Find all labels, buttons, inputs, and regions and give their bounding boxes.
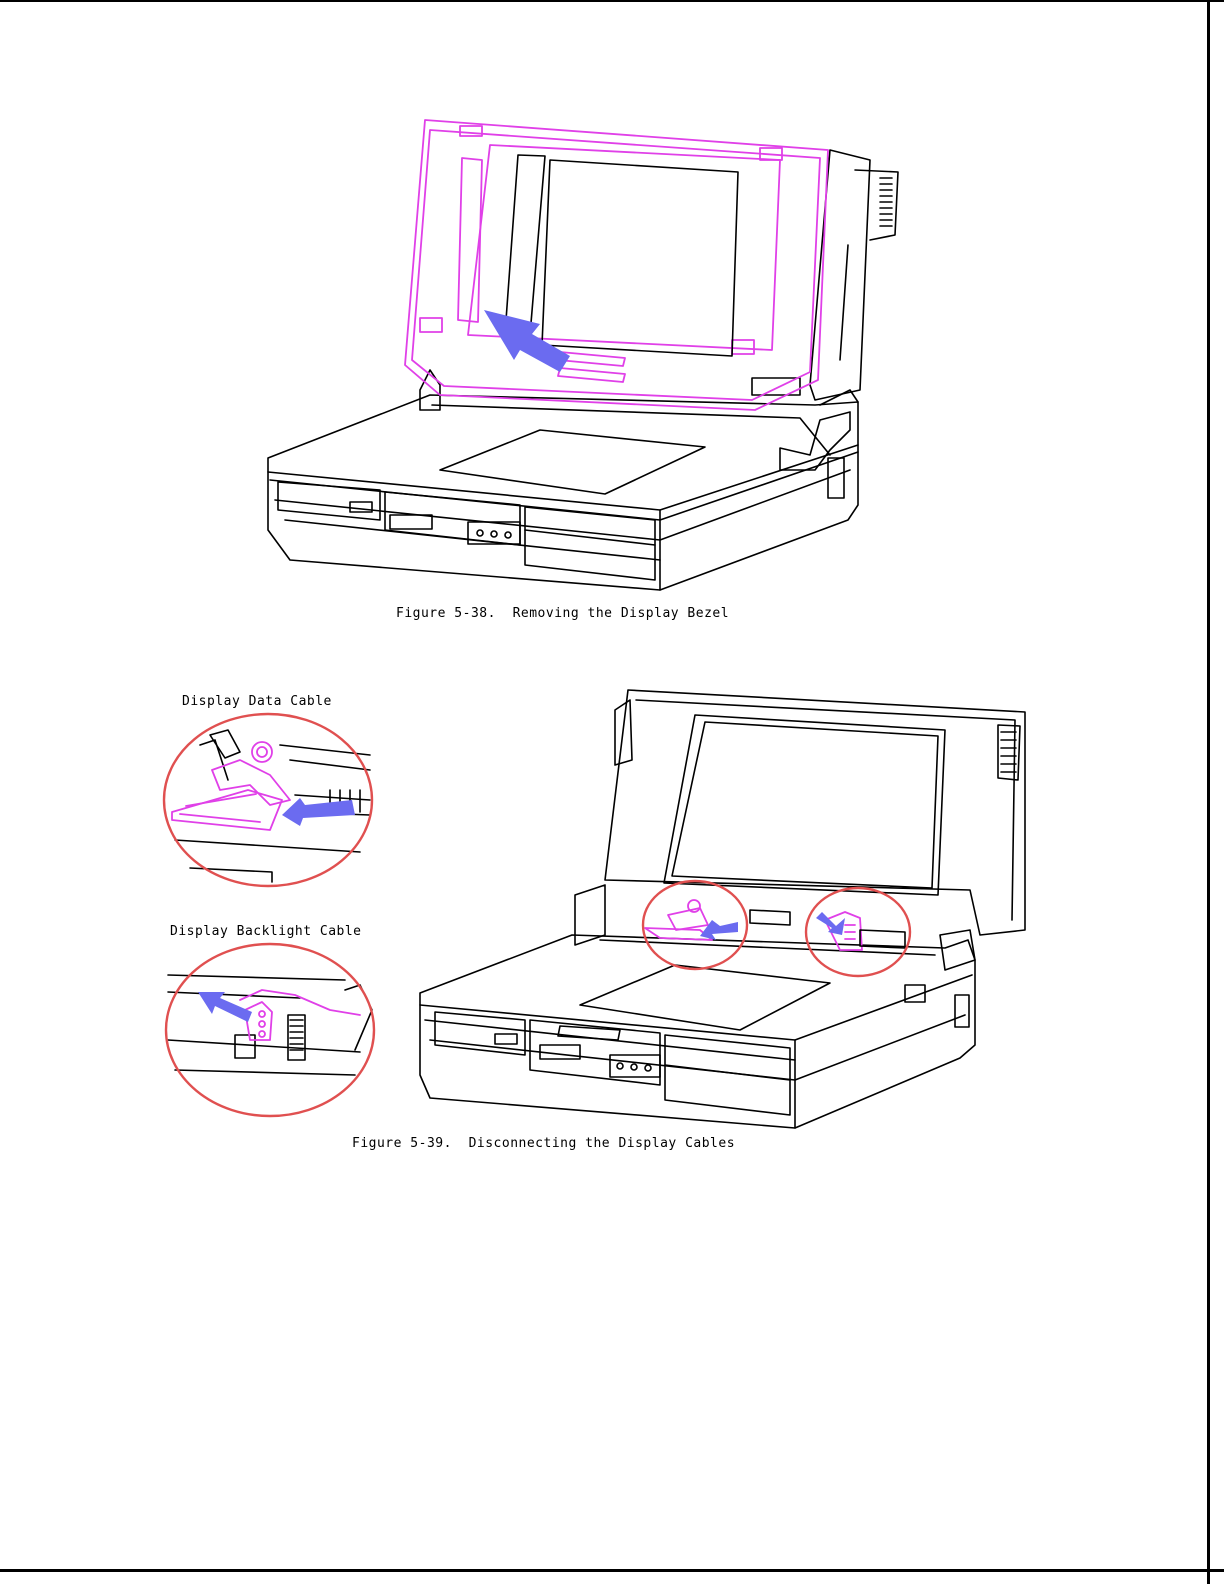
detail-data-cable bbox=[172, 730, 370, 882]
arrow-backlight-cable-39 bbox=[816, 912, 845, 935]
arrow-data-cable-39 bbox=[700, 920, 738, 940]
laptop-39 bbox=[420, 690, 1025, 1128]
label-display-backlight-cable: Display Backlight Cable bbox=[170, 924, 362, 939]
label-display-data-cable: Display Data Cable bbox=[182, 694, 332, 709]
figure-39-caption: Figure 5-39. Disconnecting the Display C… bbox=[352, 1136, 735, 1151]
detail-backlight-cable bbox=[168, 975, 372, 1075]
